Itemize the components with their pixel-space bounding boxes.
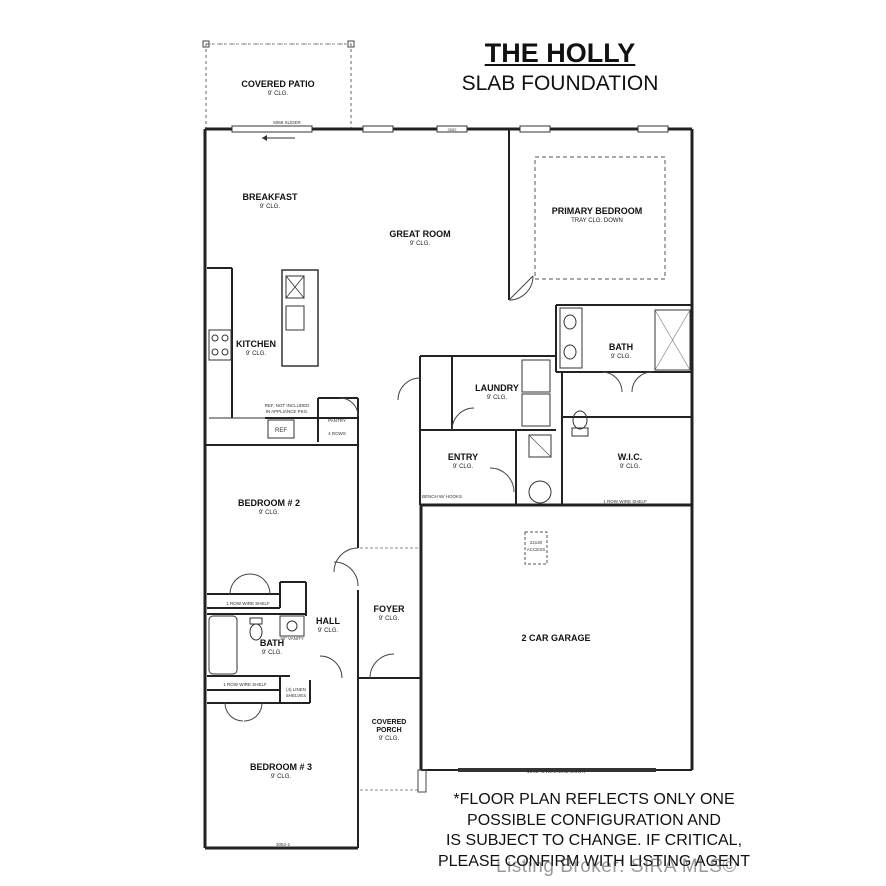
room-foyer: FOYER 9' CLG. — [373, 604, 405, 622]
room-garage: 2 CAR GARAGE — [521, 633, 590, 643]
kitchen-clg: 9' CLG. — [246, 351, 266, 357]
pantry-label: PANTRY — [328, 418, 346, 423]
plan-subtitle: SLAB FOUNDATION — [461, 72, 659, 95]
bedroom-3-label: BEDROOM # 3 — [250, 762, 312, 772]
bedroom2-shelf-label: 1 ROW WIRE SHELF — [226, 601, 270, 606]
kitchen-island — [281, 269, 319, 367]
hall-shelf-label: 1 ROW WIRE SHELF — [223, 682, 267, 687]
laundry-label: LAUNDRY — [475, 383, 519, 393]
disclaimer-line: POSSIBLE CONFIGURATION AND — [467, 811, 721, 829]
linen-label-2: SHELVES — [286, 693, 306, 698]
hall-clg: 9' CLG. — [318, 628, 338, 634]
covered-patio-label: COVERED PATIO — [241, 79, 314, 89]
attic-label-1: 22x30 — [530, 540, 543, 545]
kitchen-counter — [208, 329, 295, 439]
hall-bath-label: BATH — [260, 638, 284, 648]
room-bedroom-2: BEDROOM # 2 9' CLG. — [238, 498, 300, 516]
four-rows-label: 4 ROWS — [328, 431, 346, 436]
ref-note-2: IN APPLIANCE PKG. — [266, 409, 309, 414]
primary-bath-clg: 9' CLG. — [611, 354, 631, 360]
entry-clg: 9' CLG. — [453, 464, 473, 470]
window-label-top: 3052 — [448, 127, 458, 132]
room-laundry: LAUNDRY 9' CLG. — [475, 383, 519, 401]
primary-bath-label: BATH — [609, 342, 633, 352]
wic-shelf-label: 1 ROW WIRE SHELF — [603, 499, 647, 504]
room-wic: W.I.C. 9' CLG. — [618, 452, 643, 470]
hall-bath-clg: 9' CLG. — [262, 650, 282, 656]
listing-watermark: Listing Broker: SIRA MLS© — [496, 856, 737, 877]
vanity-label: 30" VANITY — [280, 636, 304, 641]
slider-note: 6068 SLIDER — [273, 120, 301, 125]
great-room-clg: 9' CLG. — [410, 241, 430, 247]
room-bedroom-3: BEDROOM # 3 9' CLG. — [250, 762, 312, 780]
top-windows — [231, 125, 669, 141]
bedroom-2-clg: 9' CLG. — [259, 510, 279, 516]
primary-bedroom-clg: TRAY CLG. DOWN — [571, 218, 623, 224]
ref-note-1: REF. NOT INCLUDED — [265, 403, 310, 408]
room-hall-bath: BATH 9' CLG. — [260, 638, 284, 656]
tray-ceiling-outline — [534, 156, 666, 280]
entry-label: ENTRY — [448, 452, 478, 462]
door-swings — [224, 275, 653, 722]
bedroom-2-label: BEDROOM # 2 — [238, 498, 300, 508]
plan-title: THE HOLLY — [484, 38, 636, 68]
disclaimer-note: *FLOOR PLAN REFLECTS ONLY ONE POSSIBLE C… — [436, 790, 752, 872]
garage-label: 2 CAR GARAGE — [521, 633, 590, 643]
room-primary-bedroom: PRIMARY BEDROOM TRAY CLG. DOWN — [552, 206, 643, 224]
primary-bath-fixtures — [559, 307, 691, 437]
covered-porch-clg: 9' CLG. — [379, 736, 399, 742]
window-label-bottom: 3052-2 — [276, 842, 291, 847]
covered-patio-clg: 9' CLG. — [268, 91, 288, 97]
room-primary-bath: BATH 9' CLG. — [609, 342, 633, 360]
disclaimer-line: PLEASE CONFIRM WITH LISTING AGENT — [437, 852, 751, 870]
room-great-room: GREAT ROOM 9' CLG. — [389, 229, 450, 247]
laundry-machines — [521, 359, 552, 504]
kitchen-label: KITCHEN — [236, 339, 276, 349]
wic-label: W.I.C. — [618, 452, 643, 462]
porch-outline — [360, 547, 427, 793]
interior-walls — [205, 129, 692, 848]
room-covered-patio: COVERED PATIO 9' CLG. — [241, 79, 314, 97]
ref-label: REF — [275, 428, 287, 434]
foyer-clg: 9' CLG. — [379, 616, 399, 622]
room-hall: HALL 9' CLG. — [316, 616, 340, 634]
covered-porch-label-2: PORCH — [376, 727, 401, 734]
primary-bedroom-label: PRIMARY BEDROOM — [552, 206, 643, 216]
bench-label: BENCH W/ HOOKS — [422, 494, 462, 499]
plan-notes: REF. NOT INCLUDED IN APPLIANCE PKG. REF … — [223, 127, 647, 847]
breakfast-clg: 9' CLG. — [260, 204, 280, 210]
covered-porch-label: COVERED — [372, 719, 407, 726]
bedroom-3-clg: 9' CLG. — [271, 774, 291, 780]
attic-access — [524, 531, 548, 565]
linen-label-1: (4) LINEN — [286, 687, 306, 692]
disclaimer-line: IS SUBJECT TO CHANGE. IF CRITICAL, — [445, 832, 743, 849]
attic-label-2: ACCESS — [527, 547, 546, 552]
room-kitchen: KITCHEN 9' CLG. — [236, 339, 276, 357]
room-covered-porch: COVERED PORCH 9' CLG. — [372, 719, 407, 742]
wic-clg: 9' CLG. — [620, 464, 640, 470]
great-room-label: GREAT ROOM — [389, 229, 450, 239]
overhead-door-label: 16'x8' OVERHEAD DOOR — [527, 769, 586, 775]
hall-label: HALL — [316, 616, 340, 626]
disclaimer-line: *FLOOR PLAN REFLECTS ONLY ONE — [453, 791, 735, 808]
hall-bath-fixtures — [208, 615, 305, 675]
foyer-label: FOYER — [373, 604, 405, 614]
breakfast-label: BREAKFAST — [242, 192, 298, 202]
room-entry: ENTRY 9' CLG. — [448, 452, 478, 470]
laundry-clg: 9' CLG. — [487, 395, 507, 401]
room-breakfast: BREAKFAST 9' CLG. — [242, 192, 298, 210]
